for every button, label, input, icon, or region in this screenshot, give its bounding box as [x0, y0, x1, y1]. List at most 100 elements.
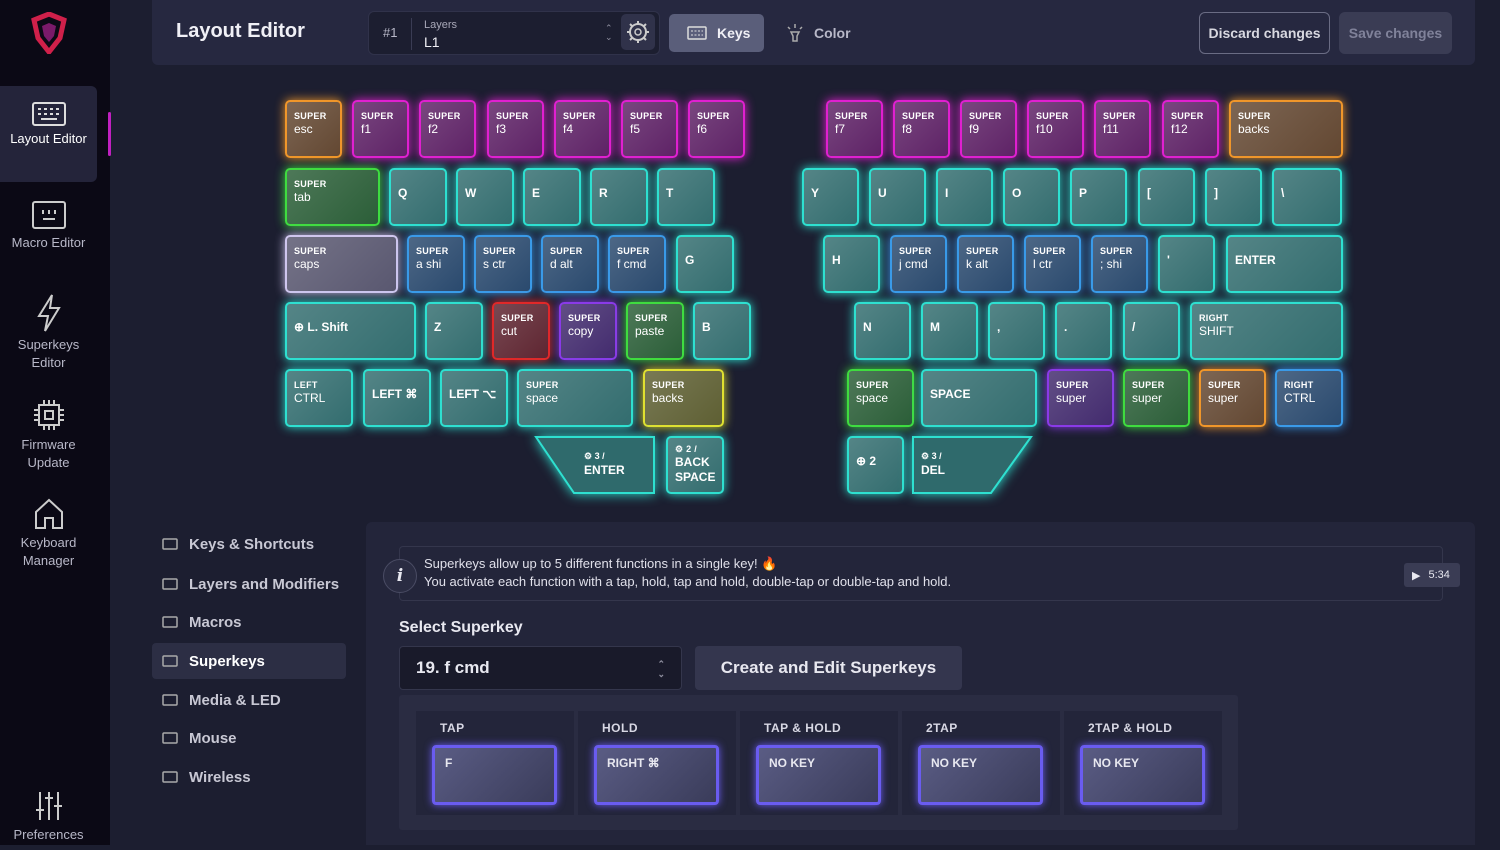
- key-top-label: SUPER: [1056, 380, 1089, 390]
- sidebar-item-firmware-update[interactable]: Firmware Update: [0, 398, 97, 478]
- key-label: ': [1167, 253, 1170, 267]
- key[interactable]: ,: [988, 302, 1045, 360]
- key[interactable]: ]: [1205, 168, 1262, 226]
- key[interactable]: Q: [389, 168, 447, 226]
- key[interactable]: ⊕ L. Shift: [285, 302, 416, 360]
- video-button[interactable]: ▶5:34: [1404, 563, 1460, 587]
- key-label: l ctr: [1033, 257, 1053, 271]
- key[interactable]: ⊕ 2: [847, 436, 904, 494]
- key[interactable]: M: [921, 302, 978, 360]
- sidebar-item-preferences[interactable]: Preferences: [0, 790, 97, 850]
- action-label: TAP & HOLD: [764, 721, 842, 735]
- layer-settings-button[interactable]: [621, 14, 655, 50]
- key[interactable]: U: [869, 168, 926, 226]
- action-key[interactable]: NO KEY: [1080, 745, 1205, 805]
- key[interactable]: O: [1003, 168, 1060, 226]
- key[interactable]: LEFT ⌥: [440, 369, 508, 427]
- action-key[interactable]: NO KEY: [756, 745, 881, 805]
- superkey-select[interactable]: 19. f cmd⌃⌄: [399, 646, 682, 690]
- action-key[interactable]: RIGHT ⌘: [594, 745, 719, 805]
- key[interactable]: E: [523, 168, 581, 226]
- thumb-key[interactable]: ⚙ 3 /DEL: [912, 436, 1033, 494]
- key[interactable]: W: [456, 168, 514, 226]
- key[interactable]: Z: [425, 302, 483, 360]
- key[interactable]: P: [1070, 168, 1127, 226]
- top-bar: Layout Editor #1 Layers L1 ⌃⌄ Keys Color…: [152, 0, 1475, 65]
- create-edit-superkeys-button[interactable]: Create and Edit Superkeys: [695, 646, 962, 690]
- nav-item-mouse[interactable]: Mouse: [152, 720, 346, 756]
- key[interactable]: SUPER; shi: [1091, 235, 1148, 293]
- action-key[interactable]: F: [432, 745, 557, 805]
- sidebar-item-layout-editor[interactable]: Layout Editor: [0, 86, 97, 182]
- layer-selector[interactable]: #1 Layers L1 ⌃⌄: [368, 11, 660, 55]
- key[interactable]: LEFT ⌘: [363, 369, 431, 427]
- nav-item-media-led[interactable]: Media & LED: [152, 682, 346, 718]
- key[interactable]: ENTER: [1226, 235, 1343, 293]
- discard-changes-button[interactable]: Discard changes: [1199, 12, 1330, 54]
- tab-keys[interactable]: Keys: [669, 14, 764, 52]
- key[interactable]: B: [693, 302, 751, 360]
- key[interactable]: N: [854, 302, 911, 360]
- key[interactable]: \: [1272, 168, 1342, 226]
- nav-item-superkeys[interactable]: Superkeys: [152, 643, 346, 679]
- nav-item-keys-shortcuts[interactable]: Keys & Shortcuts: [152, 526, 346, 562]
- key[interactable]: G: [676, 235, 734, 293]
- sidebar-item-keyboard-manager[interactable]: Keyboard Manager: [0, 498, 97, 578]
- key[interactable]: /: [1123, 302, 1180, 360]
- thumb-key[interactable]: ⚙ 3 /ENTER: [534, 436, 656, 494]
- tab-color[interactable]: Color: [768, 14, 868, 52]
- key[interactable]: Y: [802, 168, 859, 226]
- nav-item-layers-and-modifiers[interactable]: Layers and Modifiers: [152, 566, 346, 602]
- action-key[interactable]: NO KEY: [918, 745, 1043, 805]
- thumb-key[interactable]: ⚙ 2 /BACK SPACE: [666, 436, 724, 494]
- key[interactable]: SPACE: [921, 369, 1037, 427]
- sidebar-item-superkeys-editor[interactable]: Superkeys Editor: [0, 294, 97, 374]
- save-changes-button[interactable]: Save changes: [1339, 12, 1452, 54]
- nav-item-macros[interactable]: Macros: [152, 604, 346, 640]
- key[interactable]: R: [590, 168, 648, 226]
- key[interactable]: ': [1158, 235, 1215, 293]
- key[interactable]: [: [1138, 168, 1195, 226]
- sidebar-item-macro-editor[interactable]: Macro Editor: [0, 200, 97, 280]
- nav-item-wireless[interactable]: Wireless: [152, 759, 346, 795]
- key[interactable]: I: [936, 168, 993, 226]
- key[interactable]: H: [823, 235, 880, 293]
- key[interactable]: T: [657, 168, 715, 226]
- key[interactable]: .: [1055, 302, 1112, 360]
